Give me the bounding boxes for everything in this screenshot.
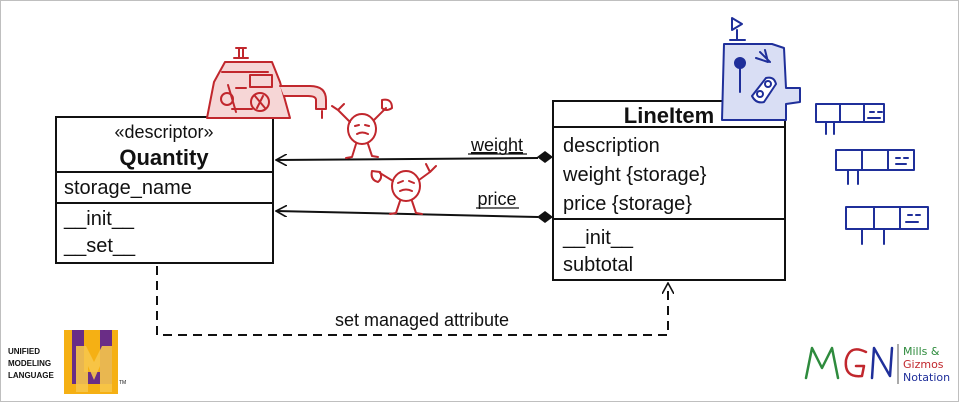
lineitem-class-name: LineItem <box>624 103 714 128</box>
dependency-label: set managed attribute <box>335 310 509 330</box>
quantity-stereotype: «descriptor» <box>114 122 213 142</box>
uml-logo-text-unified: UNIFIED <box>8 347 40 356</box>
uml-logo-text-language: LANGUAGE <box>8 371 54 380</box>
weight-role-label: weight <box>470 135 523 155</box>
lineitem-method-subtotal: subtotal <box>563 254 633 276</box>
uml-logo-m-mark <box>76 346 112 392</box>
mgn-logo: Mills & Gizmos Notation <box>804 344 950 384</box>
price-association: price <box>276 189 553 223</box>
quantity-class-box: «descriptor» Quantity storage_name __ini… <box>55 116 274 264</box>
uml-logo-text-modeling: MODELING <box>8 359 51 368</box>
blue-box-creature-3-icon <box>845 206 929 245</box>
uml-logo: UNIFIED MODELING LANGUAGE TM <box>8 330 126 394</box>
mgn-logo-text-notation: Notation <box>903 371 950 384</box>
blue-box-creature-2-icon <box>835 149 915 185</box>
weight-creature-icon <box>331 98 393 159</box>
lineitem-attribute-weight: weight {storage} <box>562 164 707 186</box>
dependency-arrow: set managed attribute <box>156 266 668 336</box>
quantity-method-init: __init__ <box>63 208 135 230</box>
quantity-class-name: Quantity <box>119 145 209 170</box>
price-role-label: price <box>477 189 516 209</box>
quantity-method-set: __set__ <box>63 235 136 257</box>
mgn-logo-text-mills: Mills & <box>903 345 940 358</box>
lineitem-attribute-description: description <box>563 135 660 157</box>
lineitem-class-box: LineItem description weight {storage} pr… <box>552 100 786 281</box>
price-composition-diamond <box>537 211 553 223</box>
mgn-logo-letters-mark <box>804 346 894 380</box>
blue-managed-gizmo-illustration <box>721 17 929 245</box>
lineitem-attribute-price: price {storage} <box>563 193 692 215</box>
uml-logo-trademark: TM <box>119 380 126 386</box>
price-creature-icon <box>370 163 437 215</box>
weight-association: weight <box>276 135 553 163</box>
red-descriptor-gizmo-illustration <box>206 47 437 215</box>
blue-box-creature-1-icon <box>815 103 885 135</box>
lineitem-method-init: __init__ <box>562 227 634 249</box>
mgn-logo-text-gizmos: Gizmos <box>903 358 944 371</box>
weight-composition-diamond <box>537 151 553 163</box>
quantity-attribute-storage-name: storage_name <box>64 177 192 199</box>
